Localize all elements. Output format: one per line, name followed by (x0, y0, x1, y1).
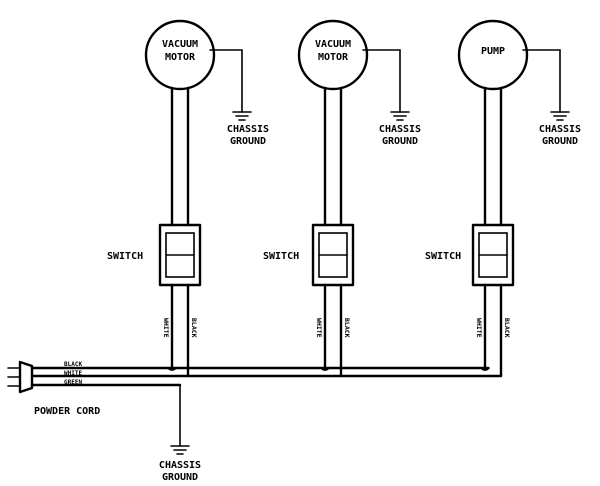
chassis-ground-3-line1: CHASSIS (539, 124, 581, 135)
power-cord-label: POWDER CORD (34, 406, 100, 417)
cord-green-label: GREEN (64, 379, 82, 386)
chassis-ground-symbol-cord (170, 445, 190, 455)
chassis-ground-2-line1: CHASSIS (379, 124, 421, 135)
switch-3-body (471, 223, 515, 287)
chassis-ground-symbol-1 (232, 111, 252, 121)
power-cord: BLACK WHITE GREEN POWDER CORD CHASSIS GR… (7, 360, 503, 483)
pump-ground-lead (522, 49, 561, 113)
pump-label: PUMP (481, 46, 505, 57)
motor-2-ground-lead (362, 49, 401, 113)
vacuum-motor-2-label-line2: MOTOR (318, 52, 349, 63)
branch-2-white-label: WHITE (315, 318, 323, 338)
vacuum-motor-1-label-line2: MOTOR (165, 52, 196, 63)
branch-pump: PUMP CHASSIS GROUND SWITCH WHITE BLACK (425, 19, 581, 378)
switch-2-label: SWITCH (263, 251, 299, 262)
vacuum-motor-2-label-line1: VACUUM (315, 39, 351, 50)
branch-vacuum-motor-2: VACUUM MOTOR CHASSIS GROUND SWITCH WHITE… (263, 19, 421, 378)
branch-2-black-label: BLACK (343, 318, 351, 338)
chassis-ground-1-line2: GROUND (230, 136, 266, 147)
switch-1-label: SWITCH (107, 251, 143, 262)
switch-3-label: SWITCH (425, 251, 461, 262)
plug-icon (7, 360, 34, 394)
pump-circle (457, 19, 529, 91)
cord-black-label: BLACK (64, 361, 82, 368)
chassis-ground-2-line2: GROUND (382, 136, 418, 147)
chassis-ground-1-line1: CHASSIS (227, 124, 269, 135)
motor-1-ground-lead (209, 49, 243, 113)
vacuum-motor-2-circle (297, 19, 369, 91)
branch-3-white-label: WHITE (475, 318, 483, 338)
chassis-ground-symbol-2 (390, 111, 410, 121)
branch-vacuum-motor-1: VACUUM MOTOR CHASSIS GROUND SWITCH WHITE… (107, 19, 269, 378)
vacuum-motor-1-circle (144, 19, 216, 91)
vacuum-motor-1-label-line1: VACUUM (162, 39, 198, 50)
chassis-ground-3-line2: GROUND (542, 136, 578, 147)
branch-1-white-label: WHITE (162, 318, 170, 338)
cord-white-label: WHITE (64, 370, 82, 377)
switch-1-body (158, 223, 202, 287)
chassis-ground-symbol-3 (550, 111, 570, 121)
branch-3-black-label: BLACK (503, 318, 511, 338)
switch-2-body (311, 223, 355, 287)
chassis-ground-cord-line2: GROUND (162, 472, 198, 483)
branch-1-black-label: BLACK (190, 318, 198, 338)
chassis-ground-cord-line1: CHASSIS (159, 460, 201, 471)
